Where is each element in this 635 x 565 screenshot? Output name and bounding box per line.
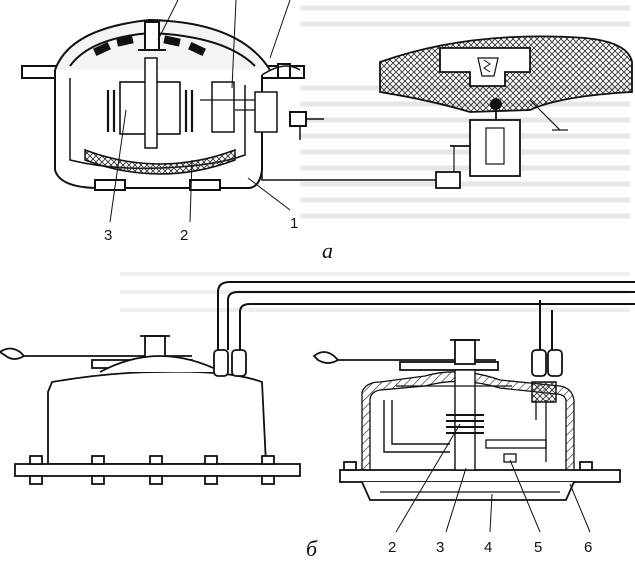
figure-a-caption: а: [322, 238, 333, 263]
coil-b: [446, 414, 484, 434]
horn-button-assembly: [379, 35, 633, 189]
background-text-lines: [300, 5, 630, 219]
label-b-4: 4: [484, 539, 492, 556]
horn-signal-section: [21, 18, 324, 191]
figure-b-caption: б: [306, 536, 318, 561]
label-b-6: 6: [584, 539, 592, 556]
bottom-leader-lines: [109, 109, 291, 223]
label-b-2: 2: [388, 539, 396, 556]
wiring-a: [261, 126, 440, 181]
figure-a: 3 2 1 а: [21, 0, 633, 263]
label-b-3: 3: [436, 539, 444, 556]
label-a-2: 2: [180, 227, 188, 244]
label-a-1: 1: [290, 215, 298, 232]
relay-exterior: [0, 335, 301, 485]
relay-section: [312, 339, 621, 501]
top-leader-lines: [157, 0, 291, 89]
figure-b: 2 3 4 5 6 б: [0, 272, 635, 561]
wire-harness: [217, 281, 635, 350]
relay-feet: [29, 455, 275, 485]
leader-lines-b: [395, 423, 591, 533]
dome-slots: [93, 35, 206, 57]
label-a-3: 3: [104, 227, 112, 244]
label-b-5: 5: [534, 539, 542, 556]
coil-a: [106, 90, 194, 132]
